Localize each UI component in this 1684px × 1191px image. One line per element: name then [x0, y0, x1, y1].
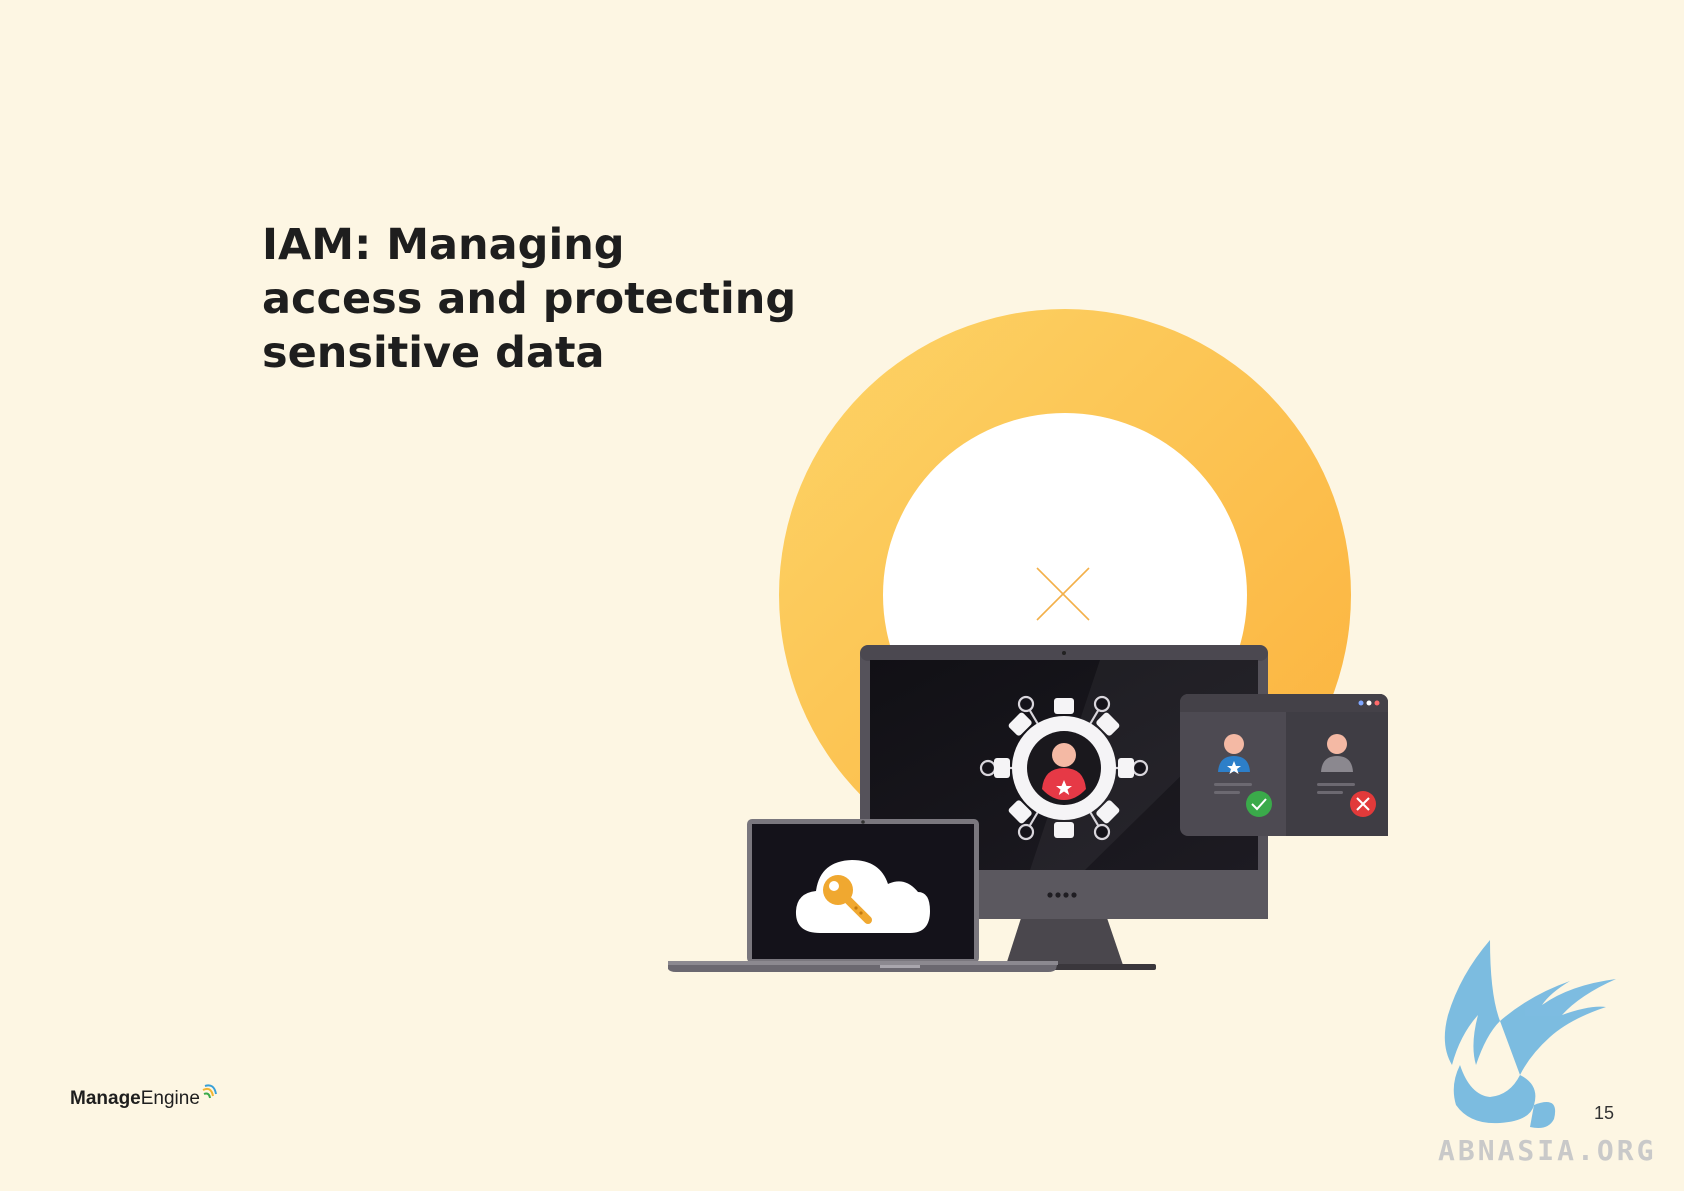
logo-text-manage: Manage: [70, 1088, 141, 1109]
laptop: [668, 819, 1058, 972]
approved-user-icon: [1214, 734, 1272, 817]
logo-arc-icon: [202, 1084, 217, 1099]
manageengine-logo: Manage Engine: [70, 1084, 217, 1110]
denied-user-icon: [1317, 734, 1376, 817]
title-line-3: sensitive data: [262, 328, 605, 378]
cloud-key-icon: [795, 860, 930, 933]
title-line-2: access and protecting: [262, 274, 797, 324]
watermark-text: ABNASIA.ORG: [1438, 1134, 1657, 1167]
page-title: IAM: Managing access and protecting sens…: [262, 218, 822, 380]
page-number: 15: [1594, 1103, 1615, 1123]
logo-text-engine: Engine: [140, 1088, 200, 1109]
title-line-1: IAM: Managing: [262, 220, 625, 270]
close-icon: [1036, 567, 1090, 621]
user-gear-icon: [979, 695, 1149, 841]
user-approval-window: [1180, 694, 1388, 836]
griffin-watermark-icon: [1444, 940, 1616, 1128]
